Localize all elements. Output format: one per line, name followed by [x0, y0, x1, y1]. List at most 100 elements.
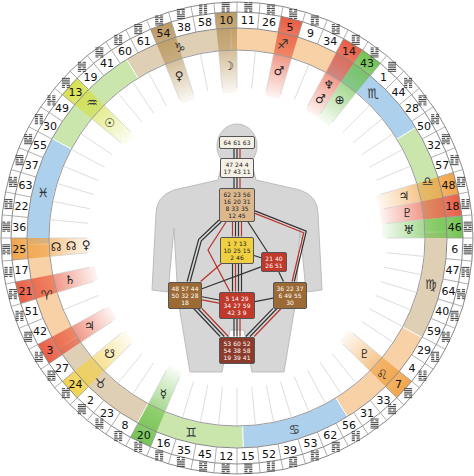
gate-spoke	[165, 377, 180, 412]
hexagram-line	[160, 458, 163, 459]
hexagram-line	[447, 143, 450, 144]
gate-number: 63	[242, 139, 252, 146]
hexagram-line	[7, 250, 10, 251]
gate-spoke	[266, 385, 273, 422]
zodiac-segment	[243, 398, 348, 448]
hexagram-line	[114, 440, 117, 441]
hexagram-line	[442, 141, 450, 142]
hexagram-line	[9, 272, 12, 273]
hexagram-line	[461, 270, 469, 271]
hexagram-line	[9, 180, 17, 181]
hexagram-line	[419, 95, 427, 96]
hexagram-line	[375, 49, 378, 50]
hexagram-line	[78, 65, 86, 66]
zodiac-sign: ♏	[368, 87, 380, 100]
hexagram-line	[114, 433, 117, 434]
hexagram-line	[62, 397, 70, 398]
hexagram-line	[204, 8, 207, 9]
hexagram-line	[464, 225, 472, 226]
hexagram-line	[14, 293, 17, 294]
activation-wedge	[38, 306, 117, 363]
channel-line	[202, 267, 261, 289]
hexagram-line	[311, 452, 319, 453]
hexagram-line	[199, 6, 202, 7]
hexagram-line	[289, 16, 297, 17]
hexagram-line	[371, 420, 374, 421]
hexagram-line	[337, 24, 340, 25]
hexagram-line	[388, 413, 396, 414]
hexagram-line	[431, 118, 439, 119]
hexagram-line	[139, 445, 142, 446]
hexagram-line	[78, 67, 81, 68]
gate-number: 24	[234, 161, 244, 168]
hexagram-line	[160, 454, 163, 455]
hexagram-line	[78, 410, 86, 411]
hexagram-line	[9, 177, 12, 178]
gate-divider	[2, 259, 28, 262]
hexagram-line	[62, 78, 70, 79]
hexagram-line	[462, 291, 465, 292]
hexagram-line	[95, 420, 98, 421]
hexagram-line	[160, 456, 163, 457]
hexagram-line	[466, 274, 469, 275]
gate-number: 8	[121, 420, 128, 431]
hexagram-line	[119, 440, 122, 441]
gate-spoke	[133, 82, 154, 114]
hexagram-line	[249, 11, 252, 12]
hexagram-line	[457, 295, 465, 296]
hexagram-line	[442, 140, 450, 141]
channel-line	[187, 220, 219, 281]
hexagram-line	[249, 471, 252, 472]
hexagram-line	[462, 289, 465, 290]
hexagram-line	[249, 2, 252, 3]
hexagram-line	[436, 354, 439, 355]
hexagram-line	[16, 311, 19, 312]
hexagram-line	[371, 428, 379, 429]
hexagram-line	[436, 355, 439, 356]
hexagram-line	[289, 18, 292, 19]
hexagram-line	[16, 320, 19, 321]
activation-wedge	[130, 366, 181, 447]
hexagram-line	[316, 456, 319, 457]
hexagram-line	[199, 14, 202, 15]
gate-number: 28	[405, 103, 419, 114]
activation-wedge	[381, 216, 463, 238]
hexagram-line	[2, 223, 10, 224]
gate-spoke	[281, 382, 292, 418]
hexagram-line	[352, 437, 355, 438]
gate-number: 56	[242, 191, 252, 198]
hexagram-line	[311, 456, 314, 457]
gate-spoke	[266, 54, 273, 91]
gate-number: 34	[323, 35, 337, 46]
gate-number: 62	[223, 191, 233, 198]
hexagram-line	[316, 459, 319, 460]
gate-divider	[446, 259, 472, 262]
gate-number: 11	[242, 168, 252, 175]
hexagram-line	[455, 162, 458, 163]
hexagram-line	[222, 9, 225, 10]
hexagram-line	[371, 426, 379, 427]
hexagram-line	[204, 10, 207, 11]
hexagram-line	[431, 357, 434, 358]
hexagram-line	[40, 352, 43, 353]
hexagram-line	[114, 42, 117, 43]
channel-line	[238, 264, 239, 292]
gate-divider	[443, 192, 469, 197]
hexagram-line	[371, 51, 374, 52]
hexagram-line	[249, 9, 252, 10]
hexagram-line	[222, 471, 225, 472]
hexagram-line	[9, 293, 12, 294]
gate-number: 30	[43, 120, 57, 131]
gate-number: 12	[227, 212, 237, 219]
body-silhouette	[152, 164, 322, 372]
hexagram-line	[419, 101, 427, 102]
hexagram-line	[371, 47, 374, 48]
gate-number: 39	[283, 444, 297, 455]
hexagram-line	[134, 26, 142, 27]
channel-line	[233, 319, 234, 337]
hexagram-line	[455, 159, 458, 160]
hexagram-line	[20, 161, 23, 162]
hexagram-line	[47, 376, 55, 377]
channel-line	[236, 149, 237, 159]
hexagram-line	[244, 471, 247, 472]
